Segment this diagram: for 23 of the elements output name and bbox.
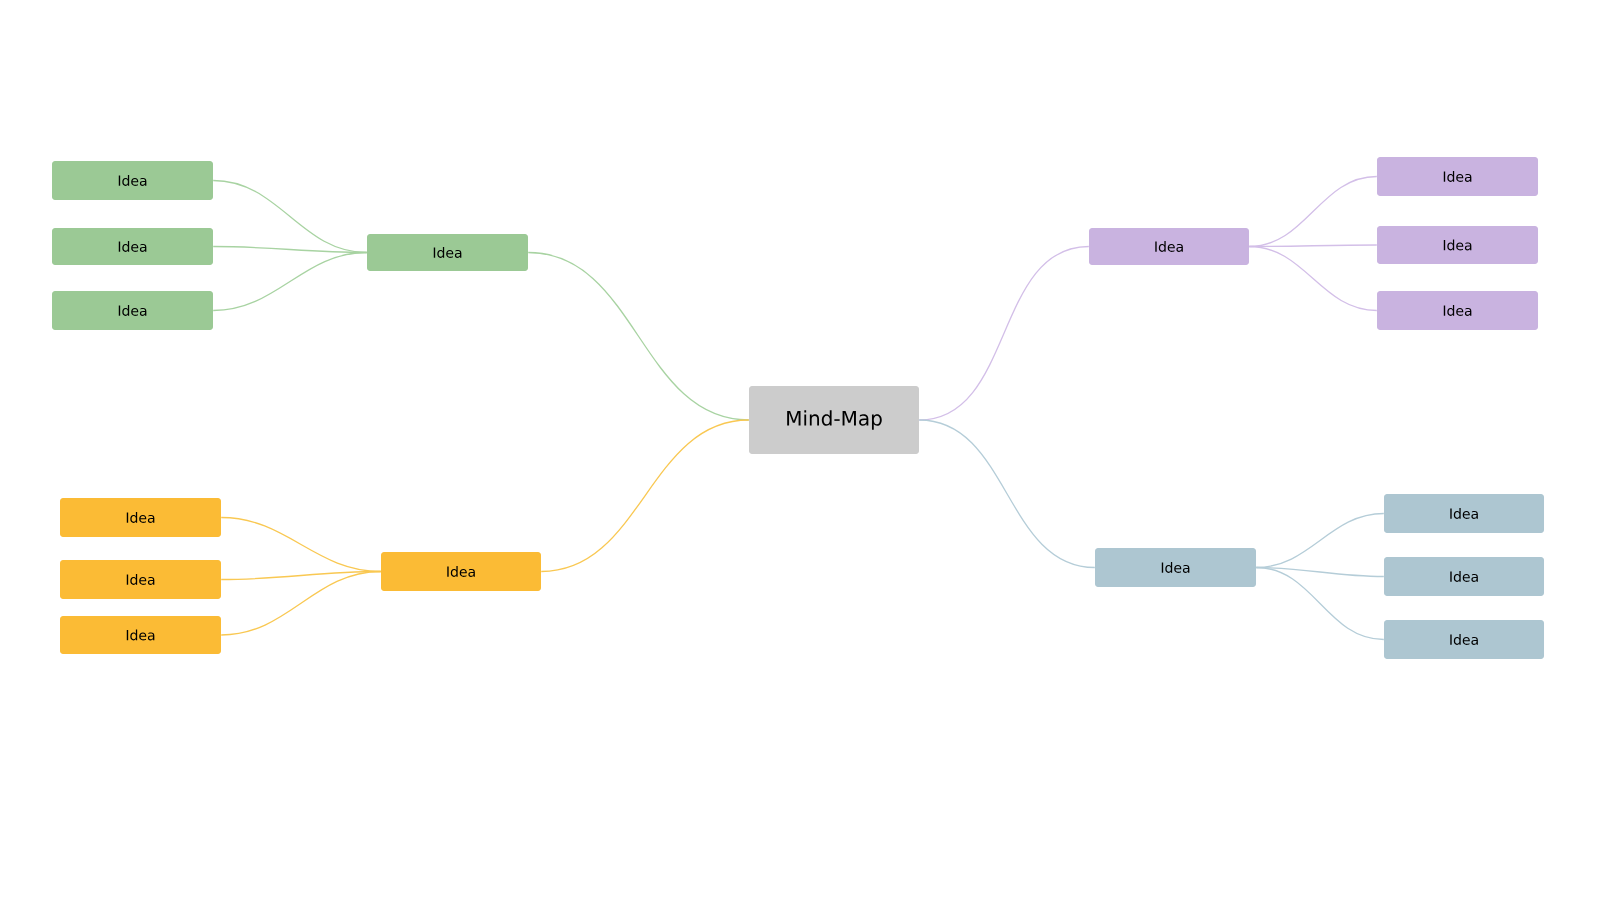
idea-box: Idea bbox=[367, 234, 528, 271]
idea-box: Idea bbox=[52, 161, 213, 200]
topic-box: Mind-Map bbox=[749, 386, 919, 454]
idea-box: Idea bbox=[52, 291, 213, 330]
branch-line bbox=[918, 419, 1096, 569]
idea-box: Idea bbox=[1384, 557, 1544, 596]
idea-box: Idea bbox=[1377, 226, 1538, 264]
branch-line bbox=[540, 419, 750, 573]
idea-box: Idea bbox=[1384, 620, 1544, 659]
idea-box: Idea bbox=[52, 228, 213, 265]
idea-box: Idea bbox=[381, 552, 541, 591]
branch-line bbox=[212, 251, 368, 312]
branch-line bbox=[1248, 245, 1378, 312]
idea-box: Idea bbox=[1384, 494, 1544, 533]
idea-box: Idea bbox=[60, 616, 221, 654]
idea-box: Idea bbox=[60, 498, 221, 537]
idea-box: Idea bbox=[1095, 548, 1256, 587]
branch-line bbox=[1255, 566, 1385, 641]
idea-box: Idea bbox=[60, 560, 221, 599]
idea-box: Idea bbox=[1089, 228, 1249, 265]
idea-box: Idea bbox=[1377, 157, 1538, 196]
branch-line bbox=[220, 570, 382, 636]
idea-box: Idea bbox=[1377, 291, 1538, 330]
